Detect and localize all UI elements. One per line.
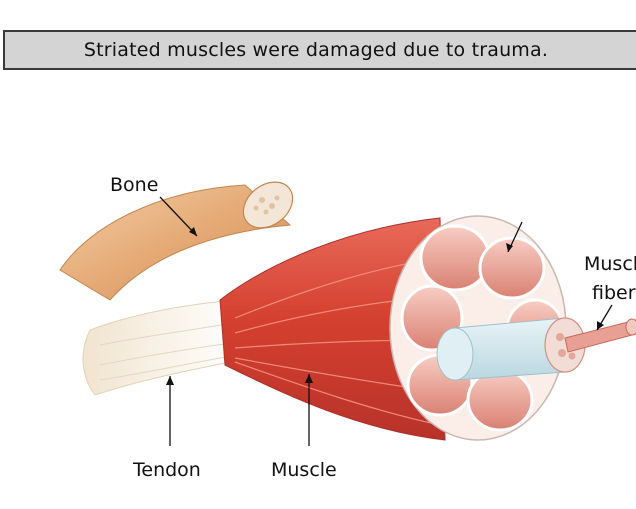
fiber-bundle [437, 318, 585, 380]
label-tendon: Tendon [132, 459, 201, 481]
label-bone: Bone [110, 174, 158, 196]
label-muscle-fiber-line2: fiber [592, 282, 636, 304]
label-muscle: Muscle [271, 459, 337, 481]
tendon [83, 300, 240, 395]
label-muscle-fiber-line1: Muscle [584, 253, 636, 275]
